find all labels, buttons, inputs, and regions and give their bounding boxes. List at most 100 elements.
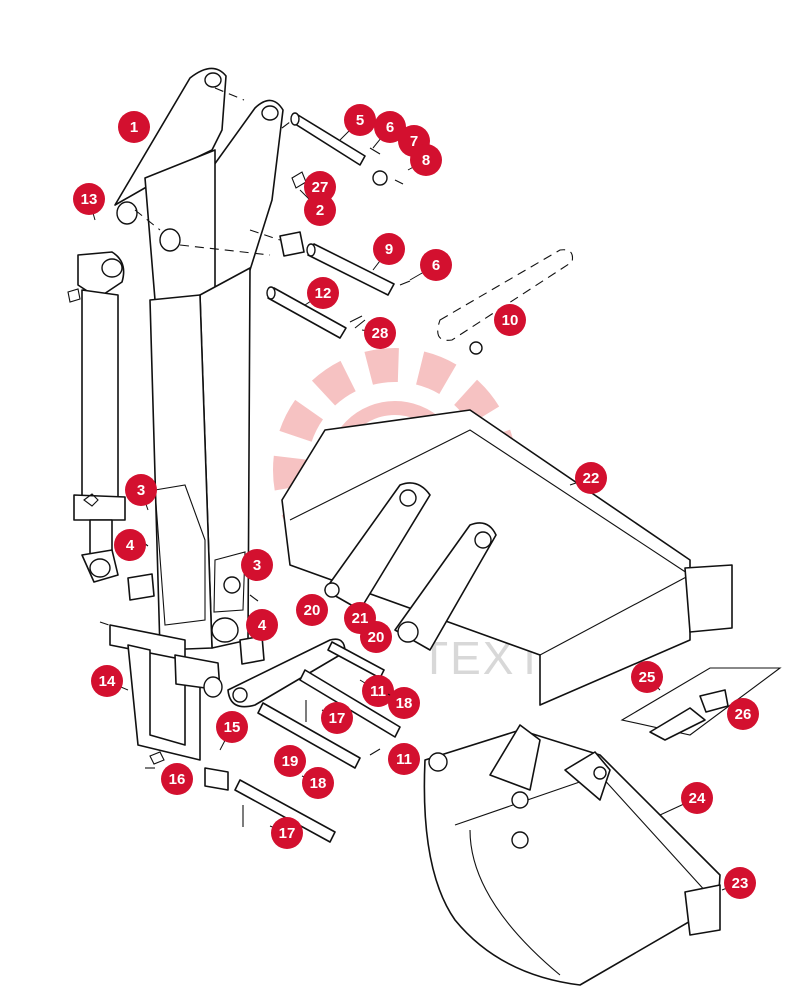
callout-number: 2 (316, 202, 324, 219)
callout-23: 23 (721, 867, 756, 899)
callout-9: 9 (372, 233, 405, 271)
callout-circle (344, 602, 376, 634)
callout-circle (373, 233, 405, 265)
bucket-teeth (620, 667, 782, 741)
callout-circle (420, 249, 452, 281)
callout-circle (344, 104, 376, 136)
callout-circle (575, 462, 607, 494)
callout-circle (246, 609, 278, 641)
callout-circle (631, 661, 663, 693)
callout-circle (296, 594, 328, 626)
callout-3: 3 (125, 474, 157, 511)
callout-number: 6 (432, 257, 440, 274)
link-10 (437, 249, 574, 355)
callout-6: 6 (409, 249, 452, 281)
wide-bucket (281, 409, 733, 706)
callout-1: 1 (118, 111, 150, 143)
callout-number: 11 (396, 751, 412, 768)
callout-number: 27 (312, 179, 329, 196)
callout-24: 24 (659, 782, 713, 816)
callout-number: 8 (422, 152, 430, 169)
callout-19: 19 (274, 745, 306, 777)
callout-number: 19 (282, 753, 299, 770)
callout-number: 15 (224, 719, 241, 736)
callout-circle (388, 743, 420, 775)
callout-11: 11 (359, 675, 394, 707)
callout-18: 18 (301, 767, 334, 799)
callout-17: 17 (269, 817, 303, 849)
callout-4: 4 (246, 609, 278, 641)
callout-circle (364, 317, 396, 349)
callout-27: 27 (304, 171, 336, 203)
narrow-bucket (423, 724, 721, 986)
callout-16: 16 (161, 763, 193, 795)
callout-number: 23 (732, 875, 749, 892)
callout-18: 18 (387, 687, 420, 719)
callout-circle (274, 745, 306, 777)
dipper-link (99, 621, 229, 791)
callout-5: 5 (339, 104, 376, 141)
callout-number: 26 (735, 706, 752, 723)
callout-15: 15 (216, 711, 248, 751)
callout-number: 18 (310, 775, 327, 792)
callout-circle (304, 171, 336, 203)
callout-number: 21 (352, 610, 369, 627)
callout-number: 11 (370, 683, 386, 700)
callout-circle (118, 111, 150, 143)
callout-circle (410, 144, 442, 176)
callout-number: 4 (258, 617, 267, 634)
callout-circle (302, 767, 334, 799)
callout-circle (321, 702, 353, 734)
callout-number: 9 (385, 241, 393, 258)
callout-21: 21 (344, 602, 376, 634)
callout-number: 22 (583, 470, 600, 487)
callout-25: 25 (631, 661, 663, 693)
callout-number: 3 (137, 482, 145, 499)
callout-3: 3 (241, 549, 273, 581)
callout-circle (388, 687, 420, 719)
bushings (127, 539, 265, 665)
pin-5-assembly (281, 112, 404, 186)
link-arm (227, 638, 346, 708)
callout-circle (114, 529, 146, 561)
callout-number: 7 (410, 133, 418, 150)
callout-26: 26 (727, 698, 759, 730)
callout-circle (727, 698, 759, 730)
callout-number: 20 (368, 629, 385, 646)
callout-number: 12 (315, 285, 332, 302)
callout-2: 2 (299, 189, 336, 226)
callout-4: 4 (114, 529, 146, 561)
callout-22: 22 (569, 462, 607, 494)
callout-circle (241, 549, 273, 581)
callout-circle (304, 194, 336, 226)
callout-17: 17 (321, 702, 353, 734)
callout-11: 11 (388, 743, 420, 775)
callout-12: 12 (304, 277, 339, 309)
boom-arm (114, 67, 284, 651)
callout-number: 25 (639, 669, 656, 686)
callout-number: 14 (99, 673, 116, 690)
callout-6: 6 (372, 111, 406, 149)
callout-circle (374, 111, 406, 143)
callout-circle (91, 665, 123, 697)
callout-number: 17 (329, 710, 346, 727)
callout-circle (681, 782, 713, 814)
callout-circle (362, 675, 394, 707)
callout-circle (494, 304, 526, 336)
callout-circle (73, 183, 105, 215)
callout-20: 20 (296, 594, 328, 626)
pins-9-12 (249, 171, 411, 339)
callout-circle (161, 763, 193, 795)
callout-28: 28 (361, 317, 396, 349)
callout-10: 10 (494, 304, 526, 336)
callout-number: 16 (169, 771, 186, 788)
callout-number: 10 (502, 312, 519, 329)
callout-number: 24 (689, 790, 706, 807)
callout-13: 13 (73, 183, 105, 221)
callout-number: 17 (279, 825, 296, 842)
callout-circle (125, 474, 157, 506)
hydraulic-cylinder (67, 251, 126, 583)
